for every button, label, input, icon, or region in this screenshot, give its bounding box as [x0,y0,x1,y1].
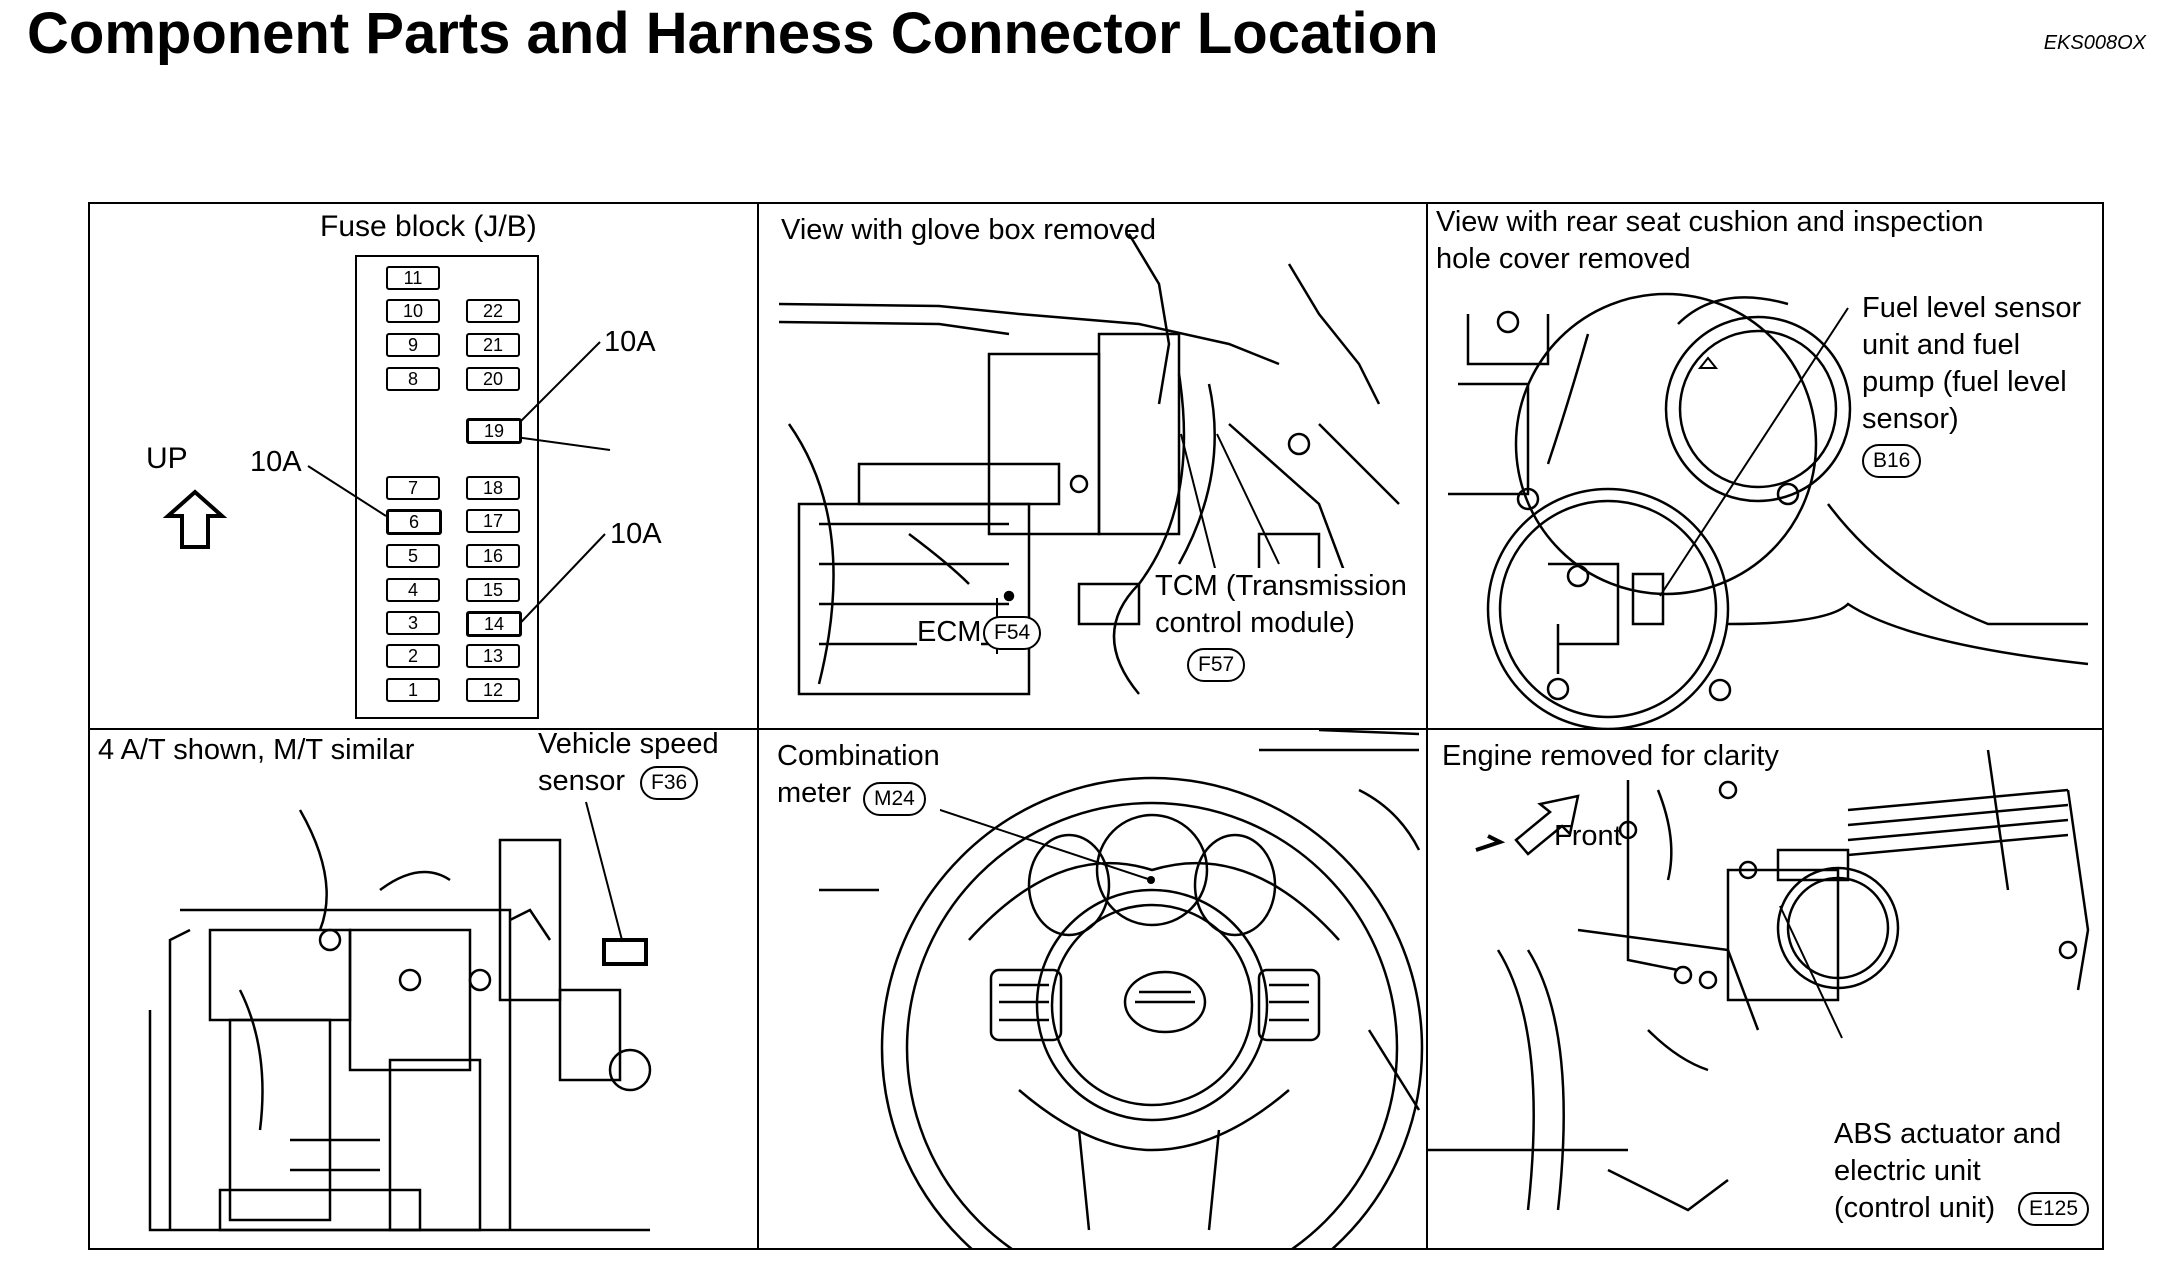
fuse-19: 19 [466,418,522,444]
fuse-10: 10 [386,299,440,323]
fuse-22: 22 [466,299,520,323]
front-label: Front [1554,820,1622,852]
fuse-9: 9 [386,333,440,357]
fuse-block-drawing [162,255,611,719]
combination-meter-label: Combination meter [777,738,940,812]
fuse-20: 20 [466,367,520,391]
rear-seat-title: View with rear seat cushion and inspecti… [1436,206,1984,275]
glove-box-drawing [778,233,1400,696]
grid-divider [90,728,2102,730]
fuse-12: 12 [466,678,520,702]
fuse-13: 13 [466,644,520,668]
combination-meter-connector-badge: M24 [863,782,926,816]
abs-title: Engine removed for clarity [1442,740,1779,772]
steering-wheel-drawing [819,730,1424,1248]
fuse-15: 15 [466,578,520,602]
panel-rear-seat: View with rear seat cushion and inspecti… [1428,204,2104,728]
fuse-21: 21 [466,333,520,357]
glove-box-title: View with glove box removed [781,214,1157,246]
fuel-pump-label: Fuel level sensor unit and fuel pump (fu… [1862,290,2082,438]
grid-divider [757,204,759,1248]
tcm-connector-badge: F57 [1187,648,1246,682]
fuse-4: 4 [386,578,440,602]
callout-10a-right: 10A [610,518,662,550]
transmission-drawing [148,801,652,1232]
page-title: Component Parts and Harness Connector Lo… [27,1,1439,66]
document-code: EKS008OX [2043,32,2146,54]
panel-glove-box: View with glove box removed ECM F54 TCM … [759,204,1426,728]
fuse-7: 7 [386,476,440,500]
ecm-connector-badge: F54 [983,616,1042,650]
fuse-5: 5 [386,544,440,568]
up-label: UP [146,442,188,475]
abs-connector-badge: E125 [2018,1192,2090,1226]
abs-actuator-drawing [1428,749,2090,1212]
panel-abs: Engine removed for clarity Front ABS act… [1428,730,2104,1248]
panel-transmission: 4 A/T shown, M/T similar Vehicle speed s… [90,730,757,1248]
fuse-block-title: Fuse block (J/B) [320,210,537,243]
fuse-1: 1 [386,678,440,702]
ecm-label: ECM [917,614,982,651]
fuse-2: 2 [386,644,440,668]
fuse-8: 8 [386,367,440,391]
panel-combination-meter: Combination meter M24 [759,730,1426,1248]
tcm-label: TCM (Transmission control module) [1155,568,1407,642]
grid-divider [1426,204,1428,1248]
fuse-14: 14 [466,611,522,637]
callout-10a-top: 10A [604,326,656,358]
fuse-18: 18 [466,476,520,500]
up-arrow-icon [162,489,228,549]
fuse-17: 17 [466,509,520,533]
abs-label: ABS actuator and electric unit (control … [1834,1116,2062,1227]
transmission-title: 4 A/T shown, M/T similar [98,734,415,766]
front-arrow-icon [1514,794,1580,856]
fuse-6: 6 [386,509,442,535]
fuse-11: 11 [386,266,440,290]
callout-10a-left: 10A [250,446,302,478]
vss-connector-badge: F36 [640,766,699,800]
fuel-pump-drawing [1448,292,2089,728]
panel-fuse-block: Fuse block (J/B) UP 10A [90,204,757,728]
fuse-3: 3 [386,611,440,635]
fuel-pump-connector-badge: B16 [1862,444,1922,478]
diagram-grid: Fuse block (J/B) UP 10A [88,202,2104,1250]
fuse-16: 16 [466,544,520,568]
